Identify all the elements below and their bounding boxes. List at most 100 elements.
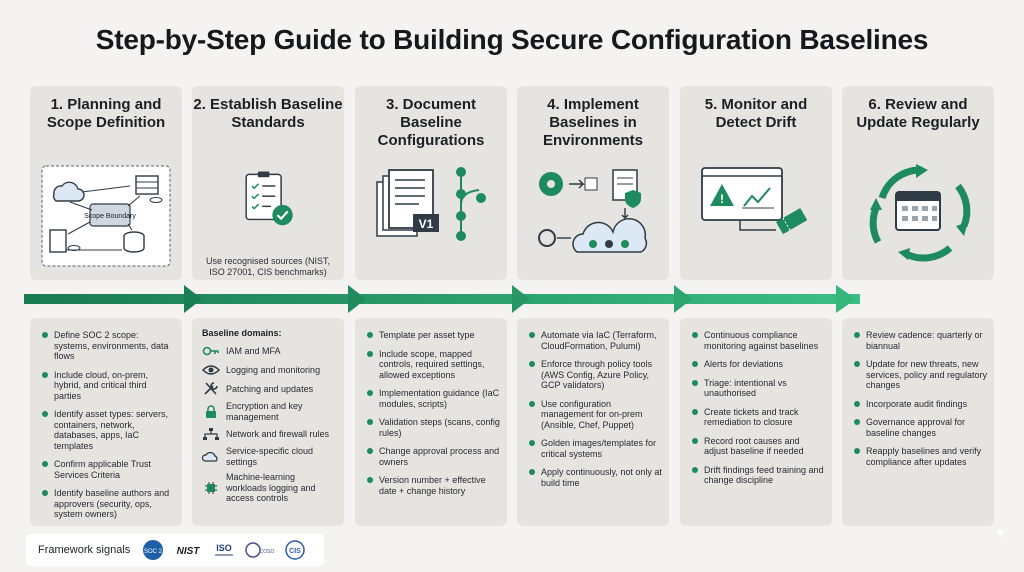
scope-diagram-illustration: Scope Boundary bbox=[41, 165, 171, 267]
step-4-title: 4. Implement Baselines in Environments bbox=[542, 96, 644, 149]
step-3-header-panel: 3. Document Baseline Configurations V1 bbox=[355, 86, 507, 280]
step-6-item: Reapply baselines and verify compliance … bbox=[854, 446, 988, 467]
server-stack-icon bbox=[135, 175, 159, 195]
step-5-detail-panel: Continuous compliance monitoring against… bbox=[680, 318, 832, 526]
step-5-item: Record root causes and adjust baseline i… bbox=[692, 436, 826, 457]
documents-version-illustration: V1 bbox=[376, 167, 486, 241]
domain-label: Machine-learning workloads logging and a… bbox=[226, 472, 316, 503]
scope-boundary-label: Scope Boundary bbox=[84, 213, 136, 220]
step-3-detail-panel: Template per asset type Include scope, m… bbox=[355, 318, 507, 526]
step-1-item: Include cloud, on-prem, hybrid, and crit… bbox=[42, 370, 176, 402]
trend-chart-icon bbox=[743, 187, 771, 207]
step-2-detail-panel: Baseline domains: IAM and MFA Logging an… bbox=[192, 318, 344, 526]
soc2-logo-text: SOC 2 bbox=[144, 549, 163, 555]
step-2-header-panel: 2. Establish Baseline Standards Use reco… bbox=[192, 86, 344, 280]
step-4-item: Automate via IaC (Terraform, CloudFormat… bbox=[529, 330, 663, 351]
domain-row: Logging and monitoring bbox=[202, 363, 338, 377]
step-6-item: Review cadence: quarterly or biannual bbox=[854, 330, 988, 351]
step-3-item: Include scope, mapped controls, required… bbox=[367, 349, 501, 381]
warning-icon bbox=[710, 184, 734, 206]
dashboard-window-icon bbox=[701, 167, 783, 221]
step-5-item: Alerts for deviations bbox=[692, 359, 826, 370]
chip-icon bbox=[205, 481, 217, 494]
gear-icon-small bbox=[538, 229, 556, 247]
eye-icon bbox=[202, 365, 220, 375]
step-5-item: Triage: intentional vs unauthorised bbox=[692, 378, 826, 399]
domain-label: IAM and MFA bbox=[226, 345, 281, 356]
step-4-detail-panel: Automate via IaC (Terraform, CloudFormat… bbox=[517, 318, 669, 526]
step-2-title: 2. Establish Baseline Standards bbox=[193, 96, 343, 131]
svg-text:!: ! bbox=[720, 192, 724, 206]
step-3-item: Change approval process and owners bbox=[367, 446, 501, 467]
domain-label: Service-specific cloud settings bbox=[226, 446, 314, 467]
step-4-item: Golden images/templates for critical sys… bbox=[529, 438, 663, 459]
step-5-item: Drift findings feed training and change … bbox=[692, 465, 826, 486]
step-1-detail-panel: Define SOC 2 scope: systems, environment… bbox=[30, 318, 182, 526]
chevron-right-icon bbox=[512, 285, 530, 313]
cis-logo: CIS bbox=[285, 540, 306, 560]
nist-logo: NIST bbox=[177, 546, 201, 557]
step-3-item: Implementation guidance (IaC modules, sc… bbox=[367, 388, 501, 409]
cis-logo-text: CIS bbox=[289, 548, 301, 555]
step-5-title: 5. Monitor and Detect Drift bbox=[704, 96, 808, 131]
step-6-item: Update for new threats, new services, po… bbox=[854, 359, 988, 391]
domain-label: Encryption and key management bbox=[226, 401, 303, 422]
cloud-icon bbox=[52, 181, 85, 202]
step-1-item: Identify asset types: servers, container… bbox=[42, 409, 176, 451]
desktop-icon bbox=[49, 229, 67, 253]
coso-logo: COSO bbox=[245, 542, 275, 558]
domain-row: Machine-learning workloads logging and a… bbox=[202, 472, 338, 504]
domain-label: Logging and monitoring bbox=[226, 364, 321, 375]
iso-logo-text: ISO bbox=[217, 543, 233, 553]
lock-icon bbox=[206, 404, 216, 418]
step-1-item: Define SOC 2 scope: systems, environment… bbox=[42, 330, 176, 362]
step-6-item: Incorporate audit findings bbox=[854, 399, 988, 410]
iso-logo: ISO bbox=[215, 543, 234, 556]
standards-caption: Use recognised sources (NIST, ISO 27001,… bbox=[205, 256, 331, 277]
network-icon bbox=[203, 428, 219, 440]
domain-row: Service-specific cloud settings bbox=[202, 446, 338, 467]
domain-row: Encryption and key management bbox=[202, 401, 338, 422]
soc2-logo: SOC 2 bbox=[143, 540, 164, 560]
check-badge-icon bbox=[272, 204, 293, 226]
database-icon bbox=[149, 197, 163, 203]
nist-logo-text: NIST bbox=[177, 546, 201, 557]
key-icon bbox=[202, 346, 219, 356]
clipboard-check-illustration bbox=[245, 171, 293, 226]
domain-label: Patching and updates bbox=[226, 383, 314, 394]
domain-row: IAM and MFA bbox=[202, 344, 338, 358]
step-6-title: 6. Review and Update Regularly bbox=[856, 96, 980, 131]
step-5-item: Create tickets and track remediation to … bbox=[692, 407, 826, 428]
wrench-icon bbox=[204, 382, 218, 395]
process-arrow-band bbox=[24, 285, 860, 313]
framework-signals-bar: Framework signals SOC 2 NIST ISO COSO CI… bbox=[26, 534, 324, 566]
version-badge: V1 bbox=[419, 217, 434, 231]
framework-signals-label: Framework signals bbox=[38, 544, 131, 556]
sparkle-icon: ✦ bbox=[994, 525, 1006, 541]
coso-logo-text: COSO bbox=[260, 549, 275, 555]
step-1-item: Confirm applicable Trust Services Criter… bbox=[42, 459, 176, 480]
step-4-item: Apply continuously, not only at build ti… bbox=[529, 467, 663, 488]
step-6-item: Governance approval for baseline changes bbox=[854, 417, 988, 438]
step-3-title: 3. Document Baseline Configurations bbox=[377, 96, 485, 149]
step-6-detail-panel: Review cadence: quarterly or biannual Up… bbox=[842, 318, 994, 526]
implementation-illustration bbox=[538, 169, 648, 253]
page-title: Step-by-Step Guide to Building Secure Co… bbox=[95, 24, 929, 55]
chevron-right-icon bbox=[836, 285, 856, 313]
shield-icon bbox=[625, 190, 641, 208]
step-4-header-panel: 4. Implement Baselines in Environments bbox=[517, 86, 669, 280]
step-6-header-panel: 6. Review and Update Regularly bbox=[842, 86, 994, 280]
step-3-item: Template per asset type bbox=[367, 330, 501, 341]
domains-heading: Baseline domains: bbox=[202, 328, 282, 338]
step-5-item: Continuous compliance monitoring against… bbox=[692, 330, 826, 351]
step-1-header-panel: 1. Planning and Scope Definition Scope B… bbox=[30, 86, 182, 280]
step-3-item: Validation steps (scans, config rules) bbox=[367, 417, 501, 438]
chevron-right-icon bbox=[674, 285, 692, 313]
step-5-header-panel: 5. Monitor and Detect Drift ! bbox=[680, 86, 832, 280]
chevron-right-icon bbox=[348, 285, 366, 313]
step-1-title: 1. Planning and Scope Definition bbox=[46, 96, 166, 131]
cloud-icon bbox=[202, 451, 218, 462]
drift-monitor-illustration: ! bbox=[701, 167, 808, 235]
domain-row: Network and firewall rules bbox=[202, 427, 338, 441]
domain-label: Network and firewall rules bbox=[226, 428, 330, 439]
